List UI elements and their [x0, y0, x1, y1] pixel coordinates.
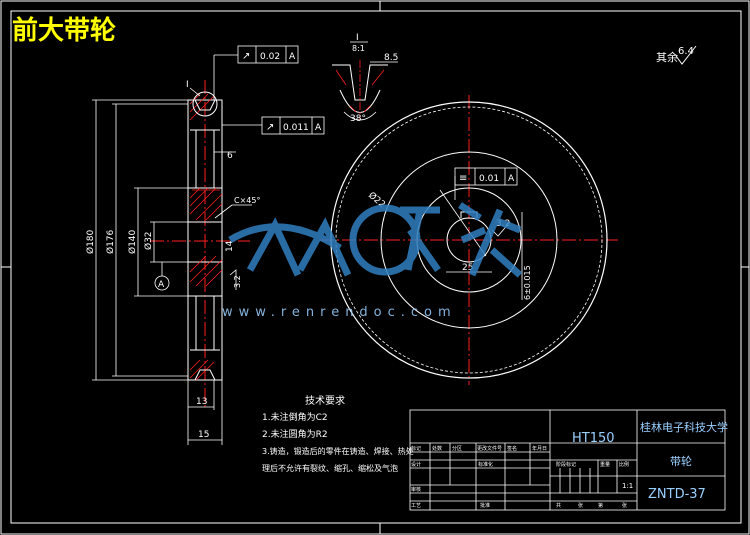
tol1-datum: A	[289, 52, 296, 62]
dim-ra-left: 3.2	[233, 275, 242, 288]
detail-label: I	[186, 80, 189, 90]
tb-scale-label: 比例	[619, 461, 629, 468]
datum-a-circle	[154, 275, 170, 291]
web-circle	[380, 151, 558, 329]
detail-label-top: I	[356, 33, 359, 43]
detail-circle	[192, 91, 218, 117]
tech-heading: 技术要求	[305, 394, 345, 407]
watermark: www.renrendoc.com	[222, 202, 523, 320]
tb-approve-label: 批准	[480, 502, 490, 509]
dim-14: 14	[225, 240, 235, 252]
tb-sheet-3: 第	[598, 502, 603, 509]
tb-row-label-5: 签名	[507, 445, 517, 452]
tb-material: HT150	[572, 431, 615, 446]
front-tol-value: 0.01	[479, 174, 499, 184]
tb-scale: 1:1	[622, 482, 633, 490]
roughness-value: 6.4	[678, 46, 694, 57]
datum-a-label: A	[158, 280, 165, 290]
detail-view: I 8:1 8.5 38°	[332, 33, 398, 124]
tb-school: 桂林电子科技大学	[640, 420, 728, 434]
tb-row-label-6: 年月日	[532, 445, 547, 452]
tb-row-label-4: 更改文件号	[477, 445, 502, 452]
tb-sheet-1: 共	[556, 502, 561, 509]
front-dim-6: 6±0.015	[523, 265, 532, 300]
title-overlay: 前大带轮	[12, 15, 116, 46]
bore-circle	[446, 217, 492, 263]
title-block	[409, 409, 726, 511]
tech-item-1: 1.未注倒角为C2	[262, 411, 328, 423]
tol1-symbol: ↗	[242, 51, 250, 62]
detail-angle: 38°	[350, 114, 366, 124]
watermark-swoosh	[228, 223, 342, 251]
left-section-view: I Ø180 Ø176 Ø140 Ø32 A	[85, 45, 325, 445]
tb-sheet-2: 张	[578, 502, 583, 509]
tb-design-label: 设计	[411, 461, 421, 468]
dim-w13: 13	[196, 397, 207, 407]
tb-row-label-1: 标记	[411, 445, 421, 452]
dim-w15: 15	[198, 430, 209, 440]
tolerance-frame-2	[261, 116, 325, 135]
tech-item-4: 理后不允许有裂纹、缩孔、缩松及气泡	[262, 463, 398, 473]
detail-dim-85: 8.5	[384, 53, 398, 63]
front-tol-symbol: ≡	[459, 173, 467, 184]
dim-w6: 6	[227, 151, 233, 161]
watermark-url: www.renrendoc.com	[222, 305, 457, 320]
tb-review-label: 审核	[411, 486, 421, 493]
dim-d140: Ø140	[127, 229, 138, 254]
tech-item-2: 2.未注圆角为R2	[262, 428, 328, 440]
roughness-symbol	[675, 45, 697, 65]
tol1-value: 0.02	[260, 52, 280, 62]
outer-rim-circle-2	[335, 106, 603, 374]
tb-row-label-3: 分区	[452, 445, 462, 452]
dim-d176: Ø176	[105, 229, 116, 254]
tech-item-3: 3.铸造，锻造后的零件在铸造、焊接、热处	[262, 446, 414, 456]
tb-std-label: 标准化	[478, 461, 493, 468]
tol2-datum: A	[315, 123, 322, 133]
tol2-symbol: ↗	[266, 122, 274, 133]
front-dim-25: 25	[462, 263, 473, 273]
front-tolerance-frame	[454, 167, 518, 186]
tb-weight-label: 重量	[600, 461, 610, 468]
tb-stage-label: 阶段标记	[556, 461, 576, 468]
roughness-note: 其余	[656, 50, 678, 64]
tb-part-name: 带轮	[670, 454, 692, 468]
dim-d180: Ø180	[85, 229, 96, 254]
tech-requirements: 技术要求 1.未注倒角为C2 2.未注圆角为R2 3.铸造，锻造后的零件在铸造、…	[262, 394, 414, 473]
tb-drawing-no: ZNTD-37	[648, 487, 706, 502]
dim-d32: Ø32	[143, 231, 154, 250]
tb-process-label: 工艺	[411, 503, 421, 509]
tb-row-label-2: 处数	[432, 445, 442, 452]
dim-chamfer: C×45°	[234, 196, 260, 205]
detail-label-bottom: 8:1	[352, 44, 365, 53]
tb-sheet-4: 张	[622, 502, 627, 509]
tolerance-frame-1	[237, 45, 299, 64]
front-tol-datum: A	[508, 174, 515, 184]
tol2-value: 0.011	[283, 123, 309, 133]
